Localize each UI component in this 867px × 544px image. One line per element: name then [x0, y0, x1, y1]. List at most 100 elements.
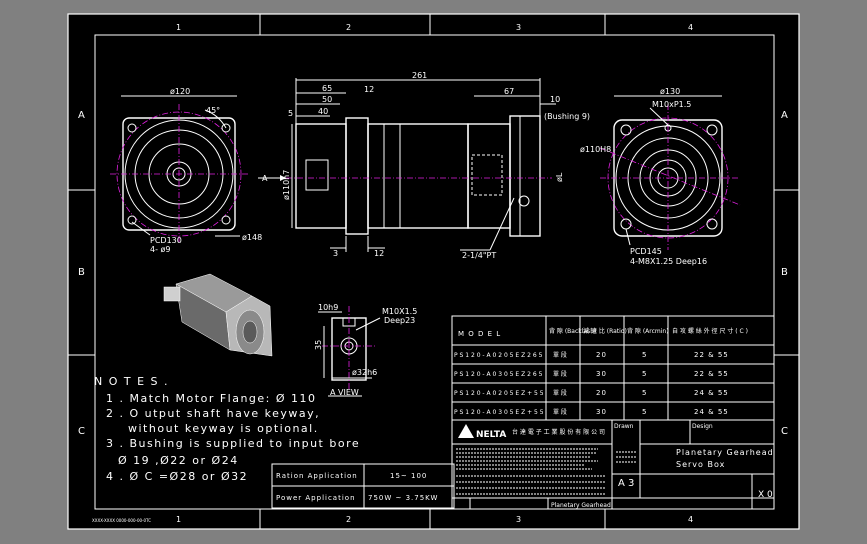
company-logo-icon — [458, 424, 474, 438]
title-block — [451, 419, 775, 510]
footer-stamp: XXXX-XXXX 0000-000-00-0TC — [92, 518, 151, 523]
model-header-ratio: 減 速 比 (Ratio) — [583, 327, 627, 335]
model-header-backlash: 背 隙 (Backlash) — [549, 327, 596, 335]
model-row-1-model: P S 1 2 0 - A 0 2 0 5 E Z 2 6 5 — [454, 352, 543, 359]
side-d12b-label: 12 — [374, 249, 384, 258]
notes-line-1: 1 . Match Motor Flange: Ø 110 — [106, 392, 317, 405]
section-deep-label: Deep23 — [384, 316, 415, 325]
front-pcd-label: PCD130 — [150, 236, 182, 245]
ratio-table — [271, 463, 455, 509]
ratio-row-2-label: Power Application — [276, 494, 356, 502]
rear-tap2-label: 4-M8X1.25 Deep16 — [630, 257, 707, 266]
zone-col-3-bottom: 3 — [516, 515, 521, 524]
sheet-inner-border — [94, 34, 775, 510]
side-dia110-label: ø110h7 — [282, 170, 291, 200]
model-row-4-size: 24 & 55 — [694, 408, 729, 416]
model-row-2-ratio: 30 — [596, 370, 607, 378]
section-tap-label: M10X1.5 — [382, 307, 417, 316]
model-row-4-model: P S 1 2 0 - A 0 3 0 5 E Z + 5 5 — [454, 409, 544, 416]
zone-col-4-bottom: 4 — [688, 515, 693, 524]
front-holes-label: 4- ø9 — [150, 245, 171, 254]
model-row-1-arcmin: 5 — [642, 351, 647, 359]
side-bushing-label: (Bushing 9) — [544, 112, 590, 121]
company-logo-text: NELTA — [476, 430, 506, 440]
isometric-view — [163, 273, 273, 357]
zone-row-b-left: B — [78, 267, 85, 278]
side-overall-label: 261 — [412, 71, 427, 80]
rear-tap-label: M10xP1.5 — [652, 100, 691, 109]
side-view — [258, 78, 556, 252]
section-a-view — [318, 306, 381, 397]
side-d50-label: 50 — [322, 95, 332, 104]
zone-dividers — [68, 14, 799, 529]
model-row-2-type: 單 段 — [553, 370, 567, 378]
ratio-row-2-value: 750W ~ 3.75KW — [368, 494, 438, 502]
section-view-title: A VIEW — [330, 388, 359, 397]
notes-line-3: without keyway is optional. — [128, 422, 319, 435]
zone-row-c-right: C — [781, 426, 788, 437]
ratio-row-1-label: Ration Application — [276, 472, 358, 480]
front-dia-top-label: ø120 — [170, 87, 190, 96]
side-arrow-a-label: A — [262, 174, 268, 183]
side-d67-label: 67 — [504, 87, 514, 96]
ratio-row-1-value: 15~ 100 — [390, 472, 427, 480]
model-row-3-ratio: 20 — [596, 389, 607, 397]
model-row-2-model: P S 1 2 0 - A 0 3 0 5 E Z 2 6 5 — [454, 371, 543, 378]
description-line-2: Servo Box — [676, 460, 725, 469]
zone-row-a-right: A — [781, 110, 788, 121]
zone-col-2-bottom: 2 — [346, 515, 351, 524]
drawn-label: Drawn — [614, 423, 634, 430]
model-header-arcmin: 背 隙 (Arcmin) — [627, 327, 669, 335]
rear-dia-top-label: ø130 — [660, 87, 680, 96]
section-key-label: 10h9 — [318, 303, 338, 312]
model-row-1-type: 單 段 — [553, 351, 567, 359]
front-angle-label: 45° — [206, 106, 220, 115]
revision: X 0 — [758, 490, 773, 500]
rear-pcd-label: PCD145 — [630, 247, 662, 256]
model-row-4-arcmin: 5 — [642, 408, 647, 416]
zone-row-a-left: A — [78, 110, 85, 121]
zone-col-2-top: 2 — [346, 23, 351, 32]
model-row-3-size: 24 & 55 — [694, 389, 729, 397]
notes-line-4: 3 . Bushing is supplied to input bore — [106, 437, 360, 450]
model-row-3-type: 單 段 — [553, 389, 567, 397]
sheet-size: A 3 — [618, 478, 634, 489]
side-d3-label: 3 — [333, 249, 338, 258]
rear-dia110h8-label: ø110H8 — [580, 145, 611, 154]
side-dia-l-label: øL — [555, 172, 564, 182]
side-d10-label: 10 — [550, 95, 560, 104]
side-d5-label: 5 — [288, 109, 293, 118]
section-d35-label: 35 — [314, 340, 323, 350]
side-d40-label: 40 — [318, 107, 328, 116]
company-name: 台 達 電 子 工 業 股 份 有 限 公 司 — [512, 428, 605, 436]
model-row-3-model: P S 1 2 0 - A 0 2 0 5 E Z + 5 5 — [454, 390, 544, 397]
zone-row-c-left: C — [78, 426, 85, 437]
zone-col-1-top: 1 — [176, 23, 181, 32]
model-header-model: M O D E L — [458, 330, 501, 338]
side-d12a-label: 12 — [364, 85, 374, 94]
part-name: Planetary Gearhead — [551, 502, 611, 509]
model-row-4-ratio: 30 — [596, 408, 607, 416]
notes-line-2: 2 . O utput shaft have keyway, — [106, 407, 320, 420]
side-port-label: 2-1/4"PT — [462, 251, 496, 260]
description-line-1: Planetary Gearhead — [676, 448, 774, 457]
rear-view — [599, 95, 741, 250]
section-dia32-label: ø32h6 — [352, 368, 377, 377]
design-label: Design — [692, 423, 713, 430]
zone-col-3-top: 3 — [516, 23, 521, 32]
front-view — [110, 95, 248, 244]
notes-line-6: 4 . Ø C =Ø28 or Ø32 — [106, 470, 248, 483]
model-row-2-arcmin: 5 — [642, 370, 647, 378]
model-table — [451, 315, 775, 421]
zone-col-4-top: 4 — [688, 23, 693, 32]
front-dia148-label: ø148 — [242, 233, 262, 242]
notes-title: N O T E S . — [94, 375, 169, 388]
sheet-outer-border — [67, 13, 800, 530]
fine-print-block — [456, 448, 636, 495]
zone-col-1-bottom: 1 — [176, 515, 181, 524]
model-row-4-type: 單 段 — [553, 408, 567, 416]
zone-row-b-right: B — [781, 267, 788, 278]
model-header-diameter: 自 攻 螺 絲 外 徑 尺 寸 ( C ) — [672, 327, 748, 335]
model-row-1-ratio: 20 — [596, 351, 607, 359]
